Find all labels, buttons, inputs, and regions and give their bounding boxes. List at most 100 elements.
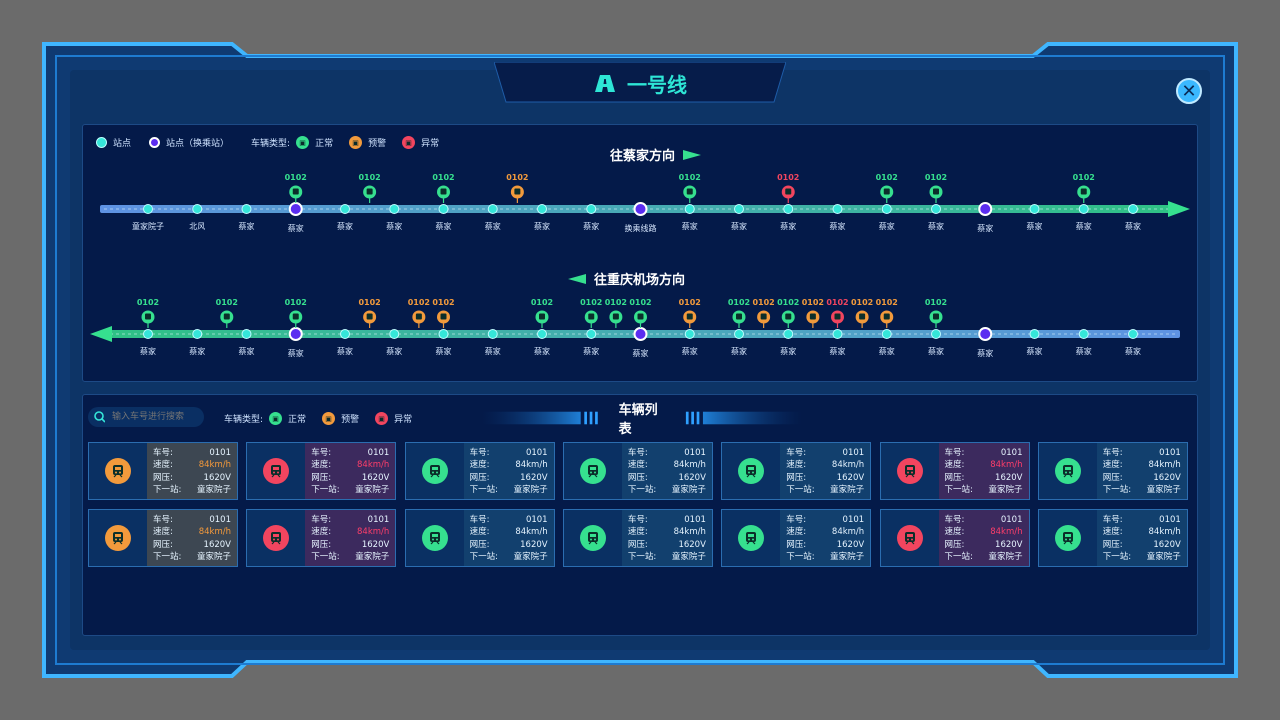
station-legend-label: 站点 [113, 139, 132, 149]
vehicle-voltage: 1620V [361, 539, 390, 550]
vehicle-card[interactable]: 车号:0101 速度:84km/h 网压:1620V 下一站:童家院子 [721, 442, 872, 500]
vehicle-card[interactable]: 车号:0101 速度:84km/h 网压:1620V 下一站:童家院子 [879, 509, 1030, 567]
vehicle-speed: 84km/h [831, 460, 865, 471]
train-glyph-icon [113, 532, 123, 545]
vehicle-number: 0101 [1159, 515, 1181, 525]
vehicle-speed: 84km/h [357, 460, 390, 471]
vehicle-card[interactable]: 车号:0101 速度:84km/h 网压:1620V 下一站:童家院子 [404, 442, 555, 500]
vehicle-speed: 84km/h [515, 460, 548, 471]
close-icon: ✕ [1181, 80, 1197, 102]
speed-label: 速度: [944, 527, 965, 538]
vehicle-next-station: 童家院子 [1146, 484, 1181, 495]
vehicle-card-icon-area [1039, 443, 1097, 499]
arrow-right-icon [683, 149, 702, 160]
voltage-label: 网压: [627, 472, 648, 483]
vehicle-next-station: 童家院子 [196, 551, 231, 562]
train-status-icon [896, 525, 923, 551]
number-label: 车号: [627, 448, 648, 458]
next-station-label: 下一站: [944, 551, 973, 562]
train-status-icon [1054, 458, 1081, 484]
vehicle-number: 0101 [209, 515, 231, 525]
train-glyph-icon [271, 465, 282, 478]
vehicle-voltage: 1620V [1153, 472, 1181, 483]
vehicle-voltage: 1620V [520, 472, 548, 483]
next-station-label: 下一站: [627, 484, 657, 495]
next-station-label: 下一站: [311, 484, 340, 495]
vehicle-card[interactable]: 车号:0101 速度:84km/h 网压:1620V 下一站:童家院子 [1037, 442, 1188, 500]
vehicle-next-station: 童家院子 [513, 484, 548, 495]
train-status-icon [738, 458, 765, 484]
voltage-label: 网压: [1102, 472, 1123, 483]
vehicle-card[interactable]: 车号:0101 速度:84km/h 网压:1620V 下一站:童家院子 [1037, 509, 1188, 567]
number-label: 车号: [153, 448, 173, 458]
list-train-error-icon: ▣ [375, 412, 389, 425]
vehicle-next-station: 童家院子 [671, 551, 706, 562]
arrow-left-icon [568, 273, 586, 284]
voltage-label: 网压: [153, 539, 173, 550]
train-glyph-icon [904, 532, 915, 545]
vehicle-number: 0101 [1000, 448, 1023, 458]
vehicle-number: 0101 [209, 448, 231, 458]
speed-label: 速度: [627, 460, 648, 471]
number-label: 车号: [469, 448, 490, 458]
train-glyph-icon [746, 532, 757, 545]
vehicle-list-title: 车辆列表 [462, 403, 822, 437]
vehicle-card-info: 车号:0101 速度:84km/h 网压:1620V 下一站:童家院子 [147, 443, 237, 499]
train-normal-icon: ▣ [296, 136, 310, 149]
next-station-label: 下一站: [311, 551, 340, 562]
normal-legend-label: 正常 [315, 139, 334, 149]
vehicle-voltage: 1620V [678, 472, 706, 483]
vehicle-speed: 84km/h [1148, 527, 1181, 538]
vehicle-speed: 84km/h [673, 527, 706, 538]
vehicle-speed: 84km/h [357, 527, 390, 538]
vehicle-number: 0101 [1159, 448, 1181, 458]
vehicle-card[interactable]: 车号:0101 速度:84km/h 网压:1620V 下一站:童家院子 [88, 509, 238, 567]
vehicle-card[interactable]: 车号:0101 速度:84km/h 网压:1620V 下一站:童家院子 [562, 442, 713, 500]
next-station-label: 下一站: [469, 484, 498, 495]
search-input[interactable] [110, 411, 204, 423]
vehicle-next-station: 童家院子 [513, 551, 548, 562]
speed-label: 速度: [627, 527, 648, 538]
vehicle-type-label: 车辆类型: [251, 139, 291, 149]
vehicle-card-icon-area [881, 443, 939, 499]
vehicle-card[interactable]: 车号:0101 速度:84km/h 网压:1620V 下一站:童家院子 [246, 509, 397, 567]
vehicle-card[interactable]: 车号:0101 速度:84km/h 网压:1620V 下一站:童家院子 [879, 442, 1030, 500]
train-glyph-icon [587, 532, 598, 545]
speed-label: 速度: [786, 527, 807, 538]
vehicle-card-info: 车号:0101 速度:84km/h 网压:1620V 下一站:童家院子 [621, 510, 712, 566]
train-glyph-icon [587, 465, 598, 478]
vehicle-card[interactable]: 车号:0101 速度:84km/h 网压:1620V 下一站:童家院子 [721, 509, 872, 567]
vehicle-next-station: 童家院子 [1146, 551, 1181, 562]
close-button[interactable]: ✕ [1176, 78, 1202, 104]
speed-label: 速度: [469, 460, 490, 471]
list-train-normal-icon: ▣ [269, 412, 283, 425]
voltage-label: 网压: [627, 539, 648, 550]
search-icon [94, 411, 105, 423]
number-label: 车号: [627, 515, 648, 525]
vehicle-next-station: 童家院子 [355, 484, 390, 495]
vehicle-number: 0101 [525, 448, 548, 458]
train-status-icon [579, 525, 606, 551]
vehicle-search[interactable] [88, 407, 204, 427]
voltage-label: 网压: [786, 539, 807, 550]
vehicle-next-station: 童家院子 [671, 484, 706, 495]
next-station-label: 下一站: [786, 551, 815, 562]
vehicle-voltage: 1620V [520, 539, 548, 550]
list-error-label: 异常 [394, 415, 413, 425]
number-label: 车号: [786, 515, 807, 525]
vehicle-next-station: 童家院子 [988, 551, 1023, 562]
vehicle-card[interactable]: 车号:0101 速度:84km/h 网压:1620V 下一站:童家院子 [404, 509, 555, 567]
vehicle-speed: 84km/h [990, 460, 1023, 471]
vehicle-card-icon-area [1039, 510, 1097, 566]
next-station-label: 下一站: [1102, 484, 1132, 495]
vehicle-next-station: 童家院子 [988, 484, 1023, 495]
vehicle-card-info: 车号:0101 速度:84km/h 网压:1620V 下一站:童家院子 [938, 510, 1029, 566]
title-deco-left [482, 411, 598, 425]
vehicle-card[interactable]: 车号:0101 速度:84km/h 网压:1620V 下一站:童家院子 [88, 442, 238, 500]
vehicle-card[interactable]: 车号:0101 速度:84km/h 网压:1620V 下一站:童家院子 [246, 442, 397, 500]
train-glyph-icon [904, 465, 915, 478]
vehicle-card-icon-area [89, 510, 147, 566]
vehicle-card[interactable]: 车号:0101 速度:84km/h 网压:1620V 下一站:童家院子 [562, 509, 713, 567]
vehicle-number: 0101 [684, 515, 706, 525]
station-legend-dot [96, 137, 107, 148]
